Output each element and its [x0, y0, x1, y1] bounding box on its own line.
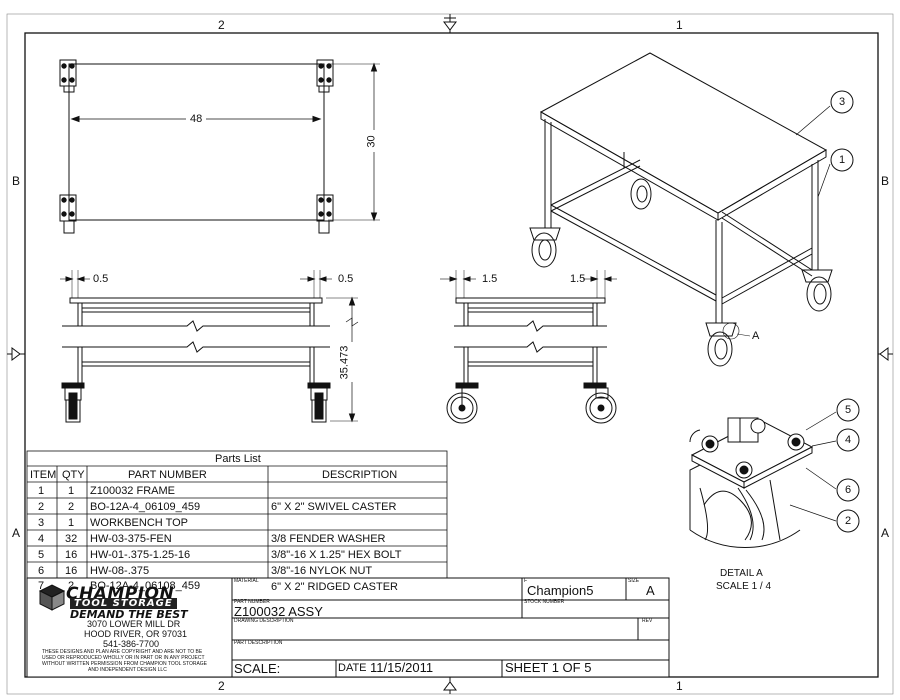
header-description: DESCRIPTION [322, 469, 398, 481]
dim-width: 48 [190, 113, 203, 125]
size-value: A [646, 583, 655, 598]
row-6-qty: 16 [65, 565, 78, 577]
row-2-qty: 2 [68, 501, 75, 513]
row-1-item: 1 [38, 485, 45, 497]
copyright-line-3: WITHOUT WRITTEN PERMISSION FROM CHAMPION… [42, 661, 208, 667]
front-view [60, 270, 359, 423]
company-address-2: HOOD RIVER, OR 97031 [84, 629, 188, 639]
header-item: ITEM [30, 469, 57, 481]
row-5-desc: 3/8"-16 X 1.25" HEX BOLT [271, 549, 402, 561]
copyright-line-4: AND INDEPENDENT DESIGN LLC [88, 667, 167, 673]
company-phone: 541-386-7700 [103, 639, 160, 649]
material-label: MATERIAL [234, 578, 259, 584]
zone-label-right-b: B [881, 174, 890, 188]
dim-side-right: 1.5 [570, 273, 586, 285]
row-7-item: 7 [38, 580, 45, 592]
zone-label-bottom-2: 2 [218, 679, 225, 693]
row-6-desc: 3/8"-16 NYLOK NUT [271, 565, 373, 577]
scale-label: SCALE: [234, 661, 281, 676]
balloon-2: 2 [845, 515, 852, 527]
dim-height: 35.473 [338, 345, 351, 380]
title-block-grid [26, 577, 670, 678]
isometric-view [529, 52, 833, 367]
zone-label-right-a: A [881, 526, 890, 540]
sheet-value: SHEET 1 OF 5 [505, 660, 592, 675]
f-label: F [524, 578, 528, 584]
detail-scale: SCALE 1 / 4 [716, 581, 772, 592]
balloon-3: 3 [839, 96, 846, 108]
detail-callout-a: A [752, 330, 760, 342]
detail-title: DETAIL A [720, 568, 763, 579]
balloon-6: 6 [845, 484, 852, 496]
copyright-line-2: USED OR REPRODUCED WHOLLY OR IN PART OR … [42, 655, 205, 661]
row-4-part: HW-03-375-FEN [90, 533, 172, 545]
row-3-part: WORKBENCH TOP [90, 517, 188, 529]
zone-label-left-a: A [12, 526, 21, 540]
detail-a-view [689, 417, 814, 548]
row-2-desc: 6" X 2" SWIVEL CASTER [271, 501, 397, 513]
row-4-item: 4 [38, 533, 45, 545]
row-4-desc: 3/8 FENDER WASHER [271, 533, 386, 545]
row-5-item: 5 [38, 549, 45, 561]
row-7-qty: 2 [68, 580, 75, 592]
zone-label-top-2: 2 [218, 18, 225, 32]
row-2-part: BO-12A-4_06109_459 [90, 501, 201, 513]
row-6-item: 6 [38, 565, 45, 577]
copyright-line-1: THESE DESIGNS AND PLAN ARE COPYRIGHT AND… [42, 649, 203, 655]
balloon-5: 5 [845, 404, 852, 416]
header-qty: QTY [62, 469, 85, 481]
row-5-part: HW-01-.375-1.25-16 [90, 549, 191, 561]
dim-overhang-left: 0.5 [93, 273, 109, 285]
dim-overhang-right: 0.5 [338, 273, 354, 285]
balloon-leaders [789, 105, 837, 522]
dim-side-left: 1.5 [482, 273, 498, 285]
part-number-value: Z100032 ASSY [234, 604, 323, 619]
side-view [440, 270, 617, 424]
row-1-qty: 1 [68, 485, 75, 497]
stock-number-label: STOCK NUMBER [524, 599, 565, 605]
date-value: 11/15/2011 [370, 660, 434, 675]
row-3-qty: 1 [68, 517, 75, 529]
part-number-label: PART NUMBER [234, 599, 270, 605]
logo-graphic [38, 584, 66, 611]
row-4-qty: 32 [65, 533, 78, 545]
balloon-4: 4 [845, 434, 852, 446]
company-address-1: 3070 LOWER MILL DR [87, 619, 181, 629]
parts-list-title: Parts List [215, 453, 261, 465]
designer-value: Champion5 [527, 583, 594, 598]
part-description-label: PART DESCRIPTION [234, 640, 283, 646]
rev-label: REV [642, 618, 653, 624]
date-label: DATE [338, 662, 367, 674]
row-2-item: 2 [38, 501, 45, 513]
zone-label-bottom-1: 1 [676, 679, 683, 693]
balloon-1: 1 [839, 154, 846, 166]
dim-depth: 30 [365, 135, 378, 148]
company-slogan: DEMAND THE BEST [70, 608, 188, 621]
top-view [59, 59, 380, 234]
row-1-part: Z100032 FRAME [90, 485, 175, 497]
material-value: 6" X 2" RIDGED CASTER [271, 581, 399, 593]
header-part-number: PART NUMBER [128, 469, 207, 481]
row-5-qty: 16 [65, 549, 78, 561]
row-3-item: 3 [38, 517, 45, 529]
zone-label-top-1: 1 [676, 18, 683, 32]
row-6-part: HW-08-.375 [90, 565, 150, 577]
row-7-part: BO-12A-4_06108_459 [90, 580, 201, 592]
zone-label-left-b: B [12, 174, 21, 188]
company-logo-sub: TOOL STORAGE [70, 598, 177, 609]
drawing-description-label: DRAWING DESCRIPTION [234, 618, 294, 624]
size-label: SIZE [628, 578, 640, 584]
